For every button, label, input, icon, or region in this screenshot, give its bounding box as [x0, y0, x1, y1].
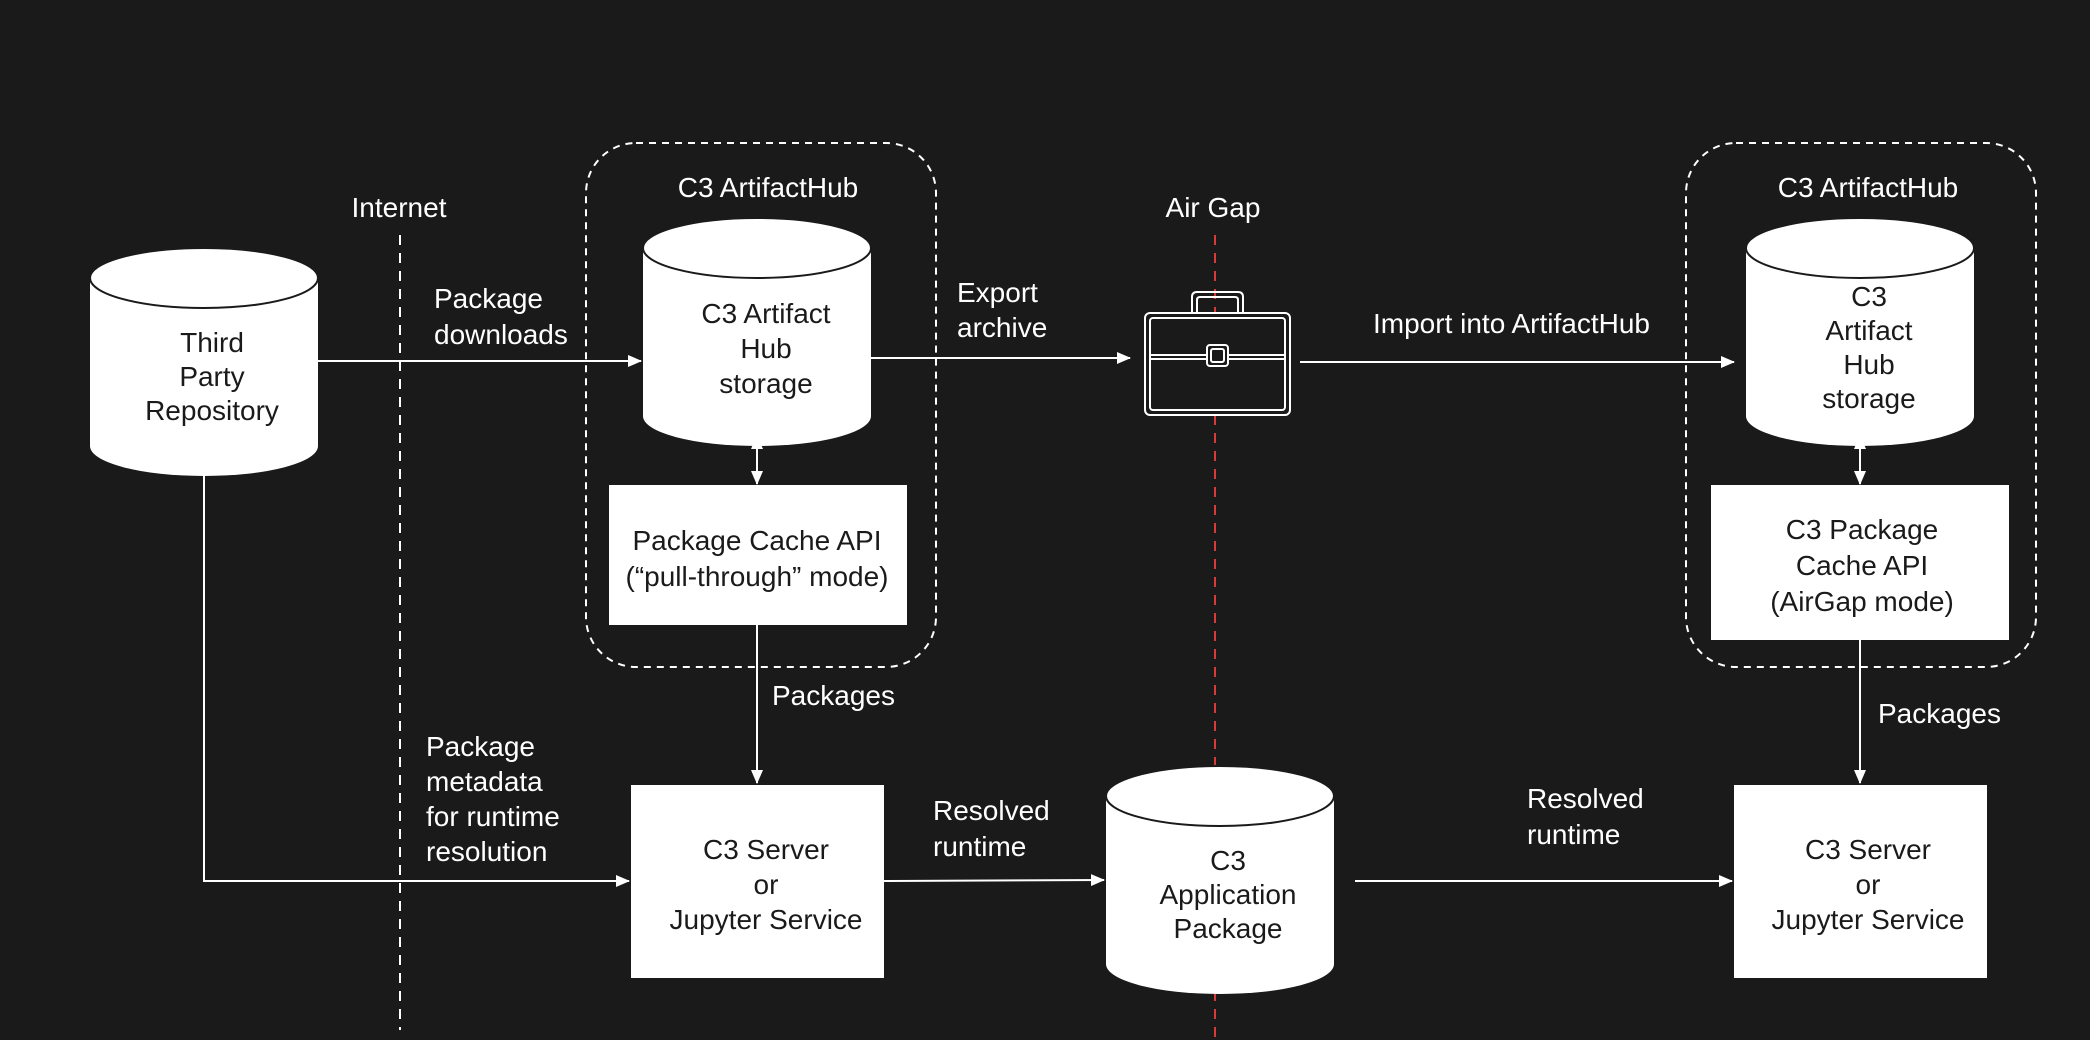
- right-server-label-line: Jupyter Service: [1772, 904, 1965, 935]
- import-into-hub-label-line: Import into ArtifactHub: [1373, 308, 1650, 339]
- left-hub-title: C3 ArtifactHub: [678, 172, 859, 203]
- left-server-node: [631, 785, 884, 978]
- left-artifacthub-group: [585, 142, 937, 668]
- right-cache-api-node: [1711, 485, 2009, 640]
- package-metadata-label-line: for runtime: [426, 801, 560, 832]
- left-cache-api-node: [609, 485, 907, 625]
- right-storage-label-line: Artifact: [1825, 315, 1912, 346]
- left-server-label-line: or: [754, 869, 779, 900]
- right-packages-label-line: Packages: [1878, 698, 2001, 729]
- package-metadata-label-line: resolution: [426, 836, 547, 867]
- left-storage-node: [642, 217, 872, 446]
- import-into-hub-label: Import into ArtifactHub: [1373, 308, 1650, 339]
- export-archive-label-line: archive: [957, 312, 1047, 343]
- left-runtime-arrow: [883, 874, 1105, 887]
- right-storage-label-line: C3: [1851, 281, 1887, 312]
- left-storage-label-line: Hub: [740, 333, 791, 364]
- right-server-label-line: or: [1856, 869, 1881, 900]
- right-cache-api-label-line: (AirGap mode): [1770, 586, 1954, 617]
- app-package-node: [1105, 765, 1335, 994]
- left-cache-api-label: Package Cache API (“pull-through” mode): [626, 525, 889, 592]
- air-gap-label: Air Gap: [1166, 192, 1261, 223]
- package-metadata-label-line: Package: [426, 731, 535, 762]
- app-package-label-line: Package: [1174, 913, 1283, 944]
- export-archive-label-line: Export: [957, 277, 1038, 308]
- right-resolved-runtime-label-line: Resolved: [1527, 783, 1644, 814]
- third-party-repository-label-line: Repository: [145, 395, 279, 426]
- left-server-label-line: Jupyter Service: [670, 904, 863, 935]
- right-packages-label: Packages: [1878, 698, 2001, 729]
- package-downloads-label-line: Package: [434, 283, 543, 314]
- left-storage-label-line: C3 Artifact: [701, 298, 830, 329]
- left-server-label-line: C3 Server: [703, 834, 829, 865]
- export-archive-label: Export archive: [957, 277, 1047, 343]
- package-downloads-label: Package downloads: [434, 283, 568, 350]
- third-party-repository-label-line: Party: [179, 361, 244, 392]
- third-party-repository-label-line: Third: [180, 327, 244, 358]
- left-cache-api-label-line: Package Cache API: [632, 525, 881, 556]
- left-resolved-runtime-label: Resolved runtime: [933, 795, 1050, 862]
- right-resolved-runtime-label: Resolved runtime: [1527, 783, 1644, 850]
- package-metadata-label: Package metadata for runtime resolution: [426, 731, 560, 867]
- right-storage-label-line: storage: [1822, 383, 1915, 414]
- left-packages-label: Packages: [772, 680, 895, 711]
- briefcase-icon: [1144, 291, 1291, 416]
- left-resolved-runtime-label-line: runtime: [933, 831, 1026, 862]
- right-storage-node: [1745, 217, 1975, 446]
- right-resolved-runtime-label-line: runtime: [1527, 819, 1620, 850]
- left-packages-label-line: Packages: [772, 680, 895, 711]
- internet-label: Internet: [352, 192, 447, 223]
- package-downloads-label-line: downloads: [434, 319, 568, 350]
- left-storage-label-line: storage: [719, 368, 812, 399]
- right-hub-title: C3 ArtifactHub: [1778, 172, 1959, 203]
- metadata-arrow: [203, 476, 630, 887]
- left-cache-api-label-line: (“pull-through” mode): [626, 561, 889, 592]
- third-party-repository-node: [89, 247, 319, 476]
- right-cache-api-label-line: C3 Package: [1786, 514, 1939, 545]
- package-metadata-label-line: metadata: [426, 766, 543, 797]
- right-server-node: [1734, 785, 1987, 978]
- left-resolved-runtime-label-line: Resolved: [933, 795, 1050, 826]
- right-cache-api-label-line: Cache API: [1796, 550, 1928, 581]
- app-package-label-line: Application: [1160, 879, 1297, 910]
- right-storage-label-line: Hub: [1843, 349, 1894, 380]
- app-package-label-line: C3: [1210, 845, 1246, 876]
- right-server-label-line: C3 Server: [1805, 834, 1931, 865]
